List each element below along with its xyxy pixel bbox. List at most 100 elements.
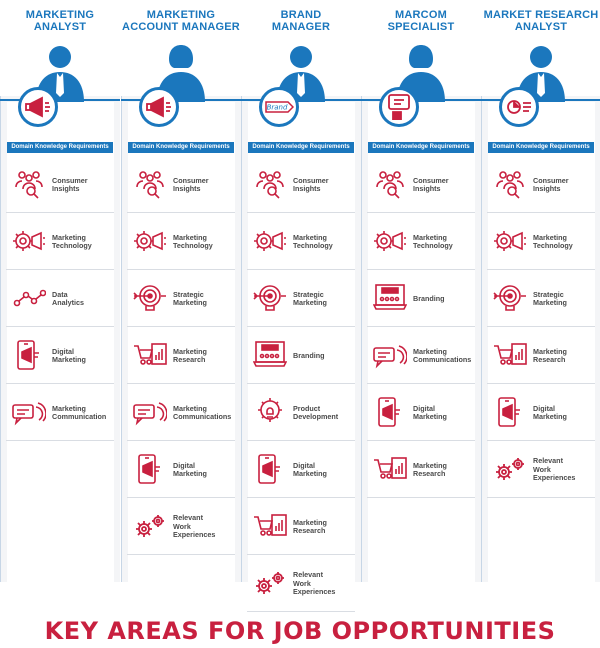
column-panel [121, 96, 241, 582]
requirement-label: Strategic Marketing [293, 289, 327, 307]
requirement-label: Consumer Insights [533, 175, 569, 193]
branding-icon [372, 283, 408, 313]
requirement-item: Marketing Research [367, 442, 475, 498]
footer-title: KEY AREAS FOR JOB OPPORTUNITIES [44, 617, 556, 645]
domain-requirements-label: Domain Knowledge Requirements [128, 142, 234, 153]
strategic-marketing-icon [133, 283, 167, 313]
requirement-label: Marketing Research [293, 517, 327, 535]
requirement-label: Relevant Work Experiences [293, 570, 336, 597]
requirement-item: Branding [367, 271, 475, 327]
pie-report-icon [504, 92, 534, 122]
requirement-item: Relevant Work Experiences [487, 442, 595, 498]
businessman-icon [511, 42, 571, 102]
requirement-label: Digital Marketing [52, 346, 86, 364]
requirement-item: Digital Marketing [127, 442, 235, 498]
requirement-item: Consumer Insights [487, 157, 595, 213]
requirement-item: Marketing Communications [367, 328, 475, 384]
requirement-item: Marketing Communications [127, 385, 235, 441]
requirement-label: Product Development [293, 403, 339, 421]
requirement-item: Marketing Technology [6, 214, 114, 270]
consumer-insights-icon [133, 169, 167, 199]
requirement-item: Strategic Marketing [487, 271, 595, 327]
job-column: MARCOM SPECIALIST Domain Knowledge Requi… [361, 0, 481, 590]
requirement-label: Marketing Technology [413, 232, 453, 250]
requirement-item: Consumer Insights [247, 157, 355, 213]
requirement-label: Marketing Research [413, 460, 447, 478]
requirement-item: Digital Marketing [367, 385, 475, 441]
requirement-item: Consumer Insights [367, 157, 475, 213]
megaphone-search-icon [23, 92, 53, 122]
job-column: MARKETING ANALYST Domain Knowledge Requi… [0, 0, 120, 590]
requirement-label: Marketing Technology [533, 232, 573, 250]
requirement-item: Digital Marketing [487, 385, 595, 441]
job-column: MARKETING ACCOUNT MANAGER Domain Knowled… [121, 0, 241, 590]
requirement-label: Relevant Work Experiences [533, 456, 576, 483]
requirement-label: Marketing Research [533, 346, 567, 364]
branding-icon [252, 340, 288, 370]
job-title: MARCOM SPECIALIST [387, 9, 455, 33]
badge-ring [499, 87, 539, 127]
gears-icon [133, 511, 167, 541]
requirement-item: Product Development [247, 385, 355, 441]
marketing-research-icon [493, 340, 527, 370]
requirement-item: Strategic Marketing [127, 271, 235, 327]
digital-marketing-icon [373, 397, 407, 427]
strategic-marketing-icon [253, 283, 287, 313]
requirement-item: Digital Marketing [247, 442, 355, 498]
job-column: MARKET RESEARCH ANALYST Domain Knowledge… [481, 0, 600, 590]
requirement-label: Marketing Communication [52, 403, 107, 421]
requirement-item: Data Analytics [6, 271, 114, 327]
digital-marketing-icon [493, 397, 527, 427]
domain-requirements-label: Domain Knowledge Requirements [248, 142, 354, 153]
requirement-label: Marketing Communications [173, 403, 232, 421]
gears-icon [253, 568, 287, 598]
requirement-label: Marketing Research [173, 346, 207, 364]
marketing-technology-icon [493, 226, 527, 256]
requirement-label: Marketing Technology [173, 232, 213, 250]
requirement-label: Strategic Marketing [173, 289, 207, 307]
column-panel [0, 96, 120, 582]
digital-marketing-icon [253, 454, 287, 484]
strategic-marketing-icon [493, 283, 527, 313]
marketing-technology-icon [12, 226, 46, 256]
badge-ring [379, 87, 419, 127]
requirement-label: Consumer Insights [413, 175, 449, 193]
marketing-technology-icon [253, 226, 287, 256]
requirement-item: Consumer Insights [127, 157, 235, 213]
domain-requirements-label: Domain Knowledge Requirements [7, 142, 113, 153]
requirement-label: Digital Marketing [293, 460, 327, 478]
requirement-label: Data Analytics [52, 289, 84, 307]
requirement-label: Marketing Technology [293, 232, 333, 250]
requirement-item: Marketing Technology [127, 214, 235, 270]
marketing-communications-icon [12, 397, 47, 427]
requirement-label: Marketing Communications [413, 346, 472, 364]
marketing-research-icon [133, 340, 167, 370]
requirement-label: Relevant Work Experiences [173, 513, 216, 540]
gears-icon [493, 454, 527, 484]
requirement-item: Relevant Work Experiences [247, 556, 355, 612]
marketing-technology-icon [133, 226, 167, 256]
businesswoman-icon [151, 42, 211, 102]
requirement-label: Consumer Insights [293, 175, 329, 193]
marketing-communications-icon [373, 340, 408, 370]
domain-requirements-label: Domain Knowledge Requirements [368, 142, 474, 153]
requirement-label: Strategic Marketing [533, 289, 567, 307]
requirement-item: Marketing Technology [487, 214, 595, 270]
job-title: BRAND MANAGER [271, 9, 331, 33]
requirement-item: Marketing Technology [247, 214, 355, 270]
requirement-label: Digital Marketing [173, 460, 207, 478]
svg-text:Brand: Brand [267, 104, 288, 112]
job-title: MARKETING ACCOUNT MANAGER [122, 9, 240, 33]
requirement-item: Marketing Research [127, 328, 235, 384]
requirement-label: Digital Marketing [533, 403, 567, 421]
digital-marketing-icon [133, 454, 167, 484]
requirement-label: Consumer Insights [52, 175, 88, 193]
marketing-communications-icon [133, 397, 168, 427]
requirement-item: Marketing Research [487, 328, 595, 384]
marketing-technology-icon [373, 226, 407, 256]
requirement-label: Branding [413, 293, 445, 303]
domain-requirements-label: Domain Knowledge Requirements [488, 142, 594, 153]
requirement-label: Digital Marketing [413, 403, 447, 421]
requirement-item: Digital Marketing [6, 328, 114, 384]
